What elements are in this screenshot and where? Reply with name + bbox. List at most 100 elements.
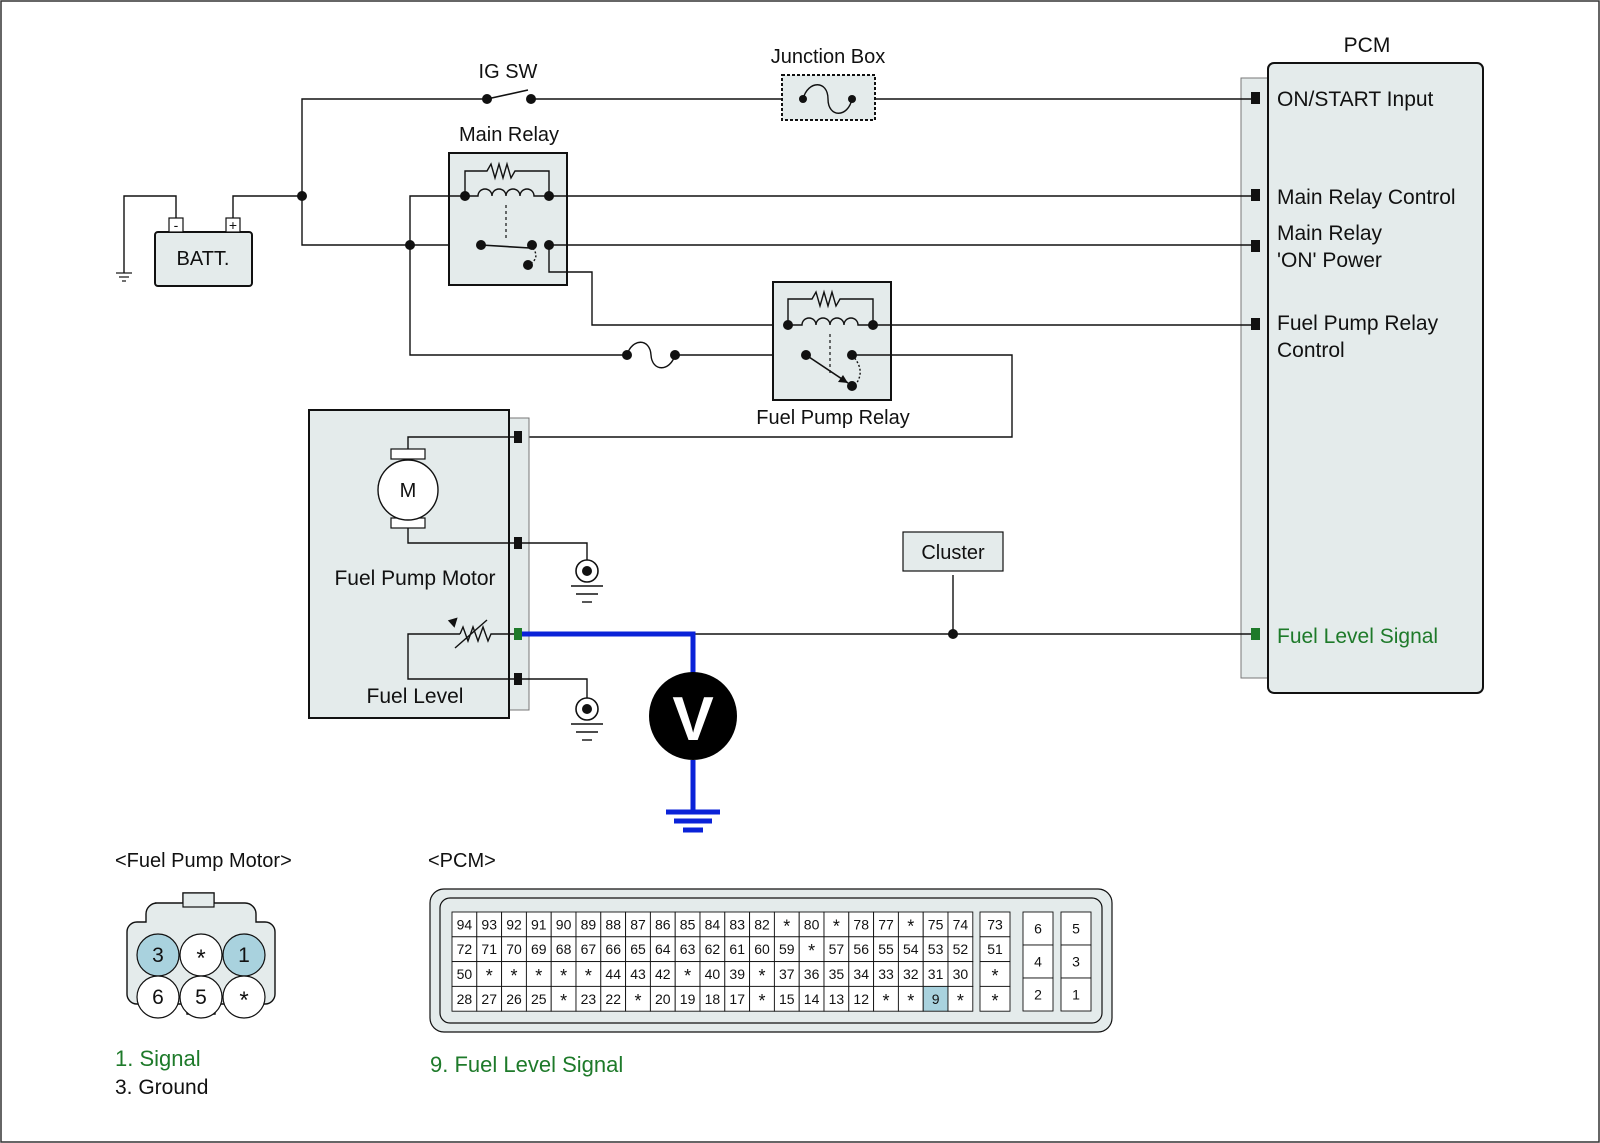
pcm-pin-number: 87 bbox=[630, 916, 646, 932]
connector-pin-number: 5 bbox=[195, 986, 207, 1009]
pcm-pin-number: 43 bbox=[630, 966, 646, 982]
main-relay-label: Main Relay bbox=[459, 124, 559, 146]
battery-to-igsw-wire bbox=[301, 98, 484, 196]
pcm-pin-number: * bbox=[560, 966, 567, 986]
pcm-pin-number: 64 bbox=[655, 941, 671, 957]
battery-negative-sign: - bbox=[174, 217, 179, 233]
pcm-pin-number: 83 bbox=[729, 916, 745, 932]
pcm-pin-terminal bbox=[1251, 240, 1260, 252]
pcm-pin-number: 40 bbox=[705, 966, 721, 982]
pcm-pin-number: 80 bbox=[804, 916, 820, 932]
pcm-pin-number: 17 bbox=[729, 991, 745, 1007]
pcm-pin-number-cell bbox=[1060, 977, 1092, 1012]
connector-pin-number: 1 bbox=[238, 944, 250, 967]
pcm-pin-number-cell bbox=[550, 936, 577, 963]
pcm-pin-number: 27 bbox=[481, 991, 497, 1007]
pcm-pin-number-cell bbox=[649, 985, 676, 1012]
pcm-pin-number-cell bbox=[1060, 911, 1092, 946]
fuel-pump-relay-box bbox=[772, 281, 892, 401]
pcm-box bbox=[1267, 62, 1484, 694]
pcm-pin-number-cell bbox=[525, 936, 552, 963]
pcm-pin-number: * bbox=[991, 966, 998, 986]
pcm-pin-number-cell bbox=[575, 985, 602, 1012]
voltmeter-probe-wire bbox=[522, 631, 696, 690]
pcm-pin-number: 14 bbox=[804, 991, 820, 1007]
pcm-pin-number: * bbox=[560, 991, 567, 1011]
pcm-pin-number-cell bbox=[773, 961, 800, 987]
pcm-pin-number: 30 bbox=[953, 966, 969, 982]
battery-ground-wire bbox=[123, 195, 177, 273]
pcm-pin-label-signal: Fuel Level Signal bbox=[1277, 625, 1438, 648]
connector-pin bbox=[179, 975, 223, 1019]
connector-pin bbox=[136, 975, 180, 1019]
pcm-pin-number-cell bbox=[749, 985, 775, 1012]
pcm-pin-number: 72 bbox=[457, 941, 473, 957]
pcm-pin-number: 3 bbox=[1072, 954, 1080, 970]
pcm-pin-number-cell bbox=[674, 936, 701, 963]
pcm-pin-number-cell bbox=[550, 911, 577, 938]
pcm-pin-number-cell bbox=[550, 961, 577, 987]
pcm-pin-label: ON/START Input bbox=[1277, 88, 1434, 111]
pcm-pin-number: 26 bbox=[506, 991, 522, 1007]
pcm-pin-number: 85 bbox=[680, 916, 696, 932]
cluster-label: Cluster bbox=[921, 542, 985, 564]
junction-box-label: Junction Box bbox=[771, 46, 886, 68]
fuel-pump-connector-title: <Fuel Pump Motor> bbox=[115, 850, 292, 872]
pcm-pin-number: * bbox=[882, 991, 889, 1011]
pcm-pin-number: 90 bbox=[556, 916, 572, 932]
pcm-pin-number: 1 bbox=[1072, 987, 1080, 1003]
pcm-pin-number: 2 bbox=[1034, 987, 1042, 1003]
pcm-pin-number: * bbox=[758, 991, 765, 1011]
pcm-pin-number-cell bbox=[476, 985, 503, 1012]
main-relay-box bbox=[448, 152, 568, 286]
pcm-pin-number-cell bbox=[1022, 944, 1054, 979]
pcm-pin-number: 65 bbox=[630, 941, 646, 957]
pcm-pin-number-cell bbox=[525, 961, 552, 987]
connector-pin-number: * bbox=[239, 987, 248, 1014]
voltmeter-icon bbox=[649, 672, 737, 760]
ground-icon bbox=[571, 559, 603, 603]
battery-positive-wire bbox=[232, 195, 302, 218]
pcm-pin-number: 94 bbox=[457, 916, 473, 932]
battery-positive-sign: + bbox=[229, 217, 237, 233]
battery-box bbox=[154, 231, 253, 287]
pcm-pin-number-cell bbox=[922, 961, 949, 987]
pcm-pin-number: 5 bbox=[1072, 921, 1080, 937]
pcm-pin-number: 51 bbox=[987, 941, 1003, 957]
connector-pin bbox=[222, 975, 266, 1019]
pcm-pin-number: 31 bbox=[928, 966, 944, 982]
pcm-pin-number-cell bbox=[649, 961, 676, 987]
pcm-pin-number: 15 bbox=[779, 991, 795, 1007]
pcm-pin-number: 19 bbox=[680, 991, 696, 1007]
pcm-pin-number: 54 bbox=[903, 941, 919, 957]
pcm-pin-number-cell bbox=[873, 961, 899, 987]
pcm-pin-number: 22 bbox=[605, 991, 621, 1007]
pcm-pin-number: 52 bbox=[953, 941, 969, 957]
pcm-module: PCM ON/START Input Main Relay Control Ma… bbox=[1240, 34, 1484, 694]
pcm-pin-number: 28 bbox=[457, 991, 473, 1007]
pcm-pin-number-cell bbox=[848, 911, 875, 938]
pcm-pin-number-cell bbox=[600, 985, 627, 1012]
pcm-pin-number: * bbox=[684, 966, 691, 986]
pcm-pin-number: 88 bbox=[605, 916, 621, 932]
pcm-pin-number: 75 bbox=[928, 916, 944, 932]
fuel-pump-signal-pin bbox=[514, 628, 522, 640]
pcm-pin-number-cell bbox=[798, 985, 825, 1012]
pcm-pin-number: * bbox=[833, 916, 840, 936]
junction-box: Junction Box bbox=[771, 46, 886, 121]
connector-pin-number: 3 bbox=[152, 944, 164, 967]
pcm-pin-number: 67 bbox=[581, 941, 597, 957]
pcm-pin-number: 71 bbox=[481, 941, 497, 957]
resistor-icon bbox=[787, 289, 874, 325]
fuel-pump-relay-label: Fuel Pump Relay bbox=[756, 407, 909, 429]
fuel-level-sender-loop bbox=[407, 633, 514, 680]
main-relay-coil-feed-wire bbox=[409, 195, 625, 356]
pcm-pin-terminal bbox=[1251, 189, 1260, 201]
pcm-pin-number: 42 bbox=[655, 966, 671, 982]
pcm-pin-number: 93 bbox=[481, 916, 497, 932]
pcm-pin-number: 13 bbox=[829, 991, 845, 1007]
pcm-pin-number: 53 bbox=[928, 941, 944, 957]
fuel-pump-relay: Fuel Pump Relay bbox=[756, 281, 910, 429]
pcm-pin-label: Main Relay bbox=[1277, 222, 1383, 245]
pcm-pin-number-cell bbox=[501, 961, 527, 987]
